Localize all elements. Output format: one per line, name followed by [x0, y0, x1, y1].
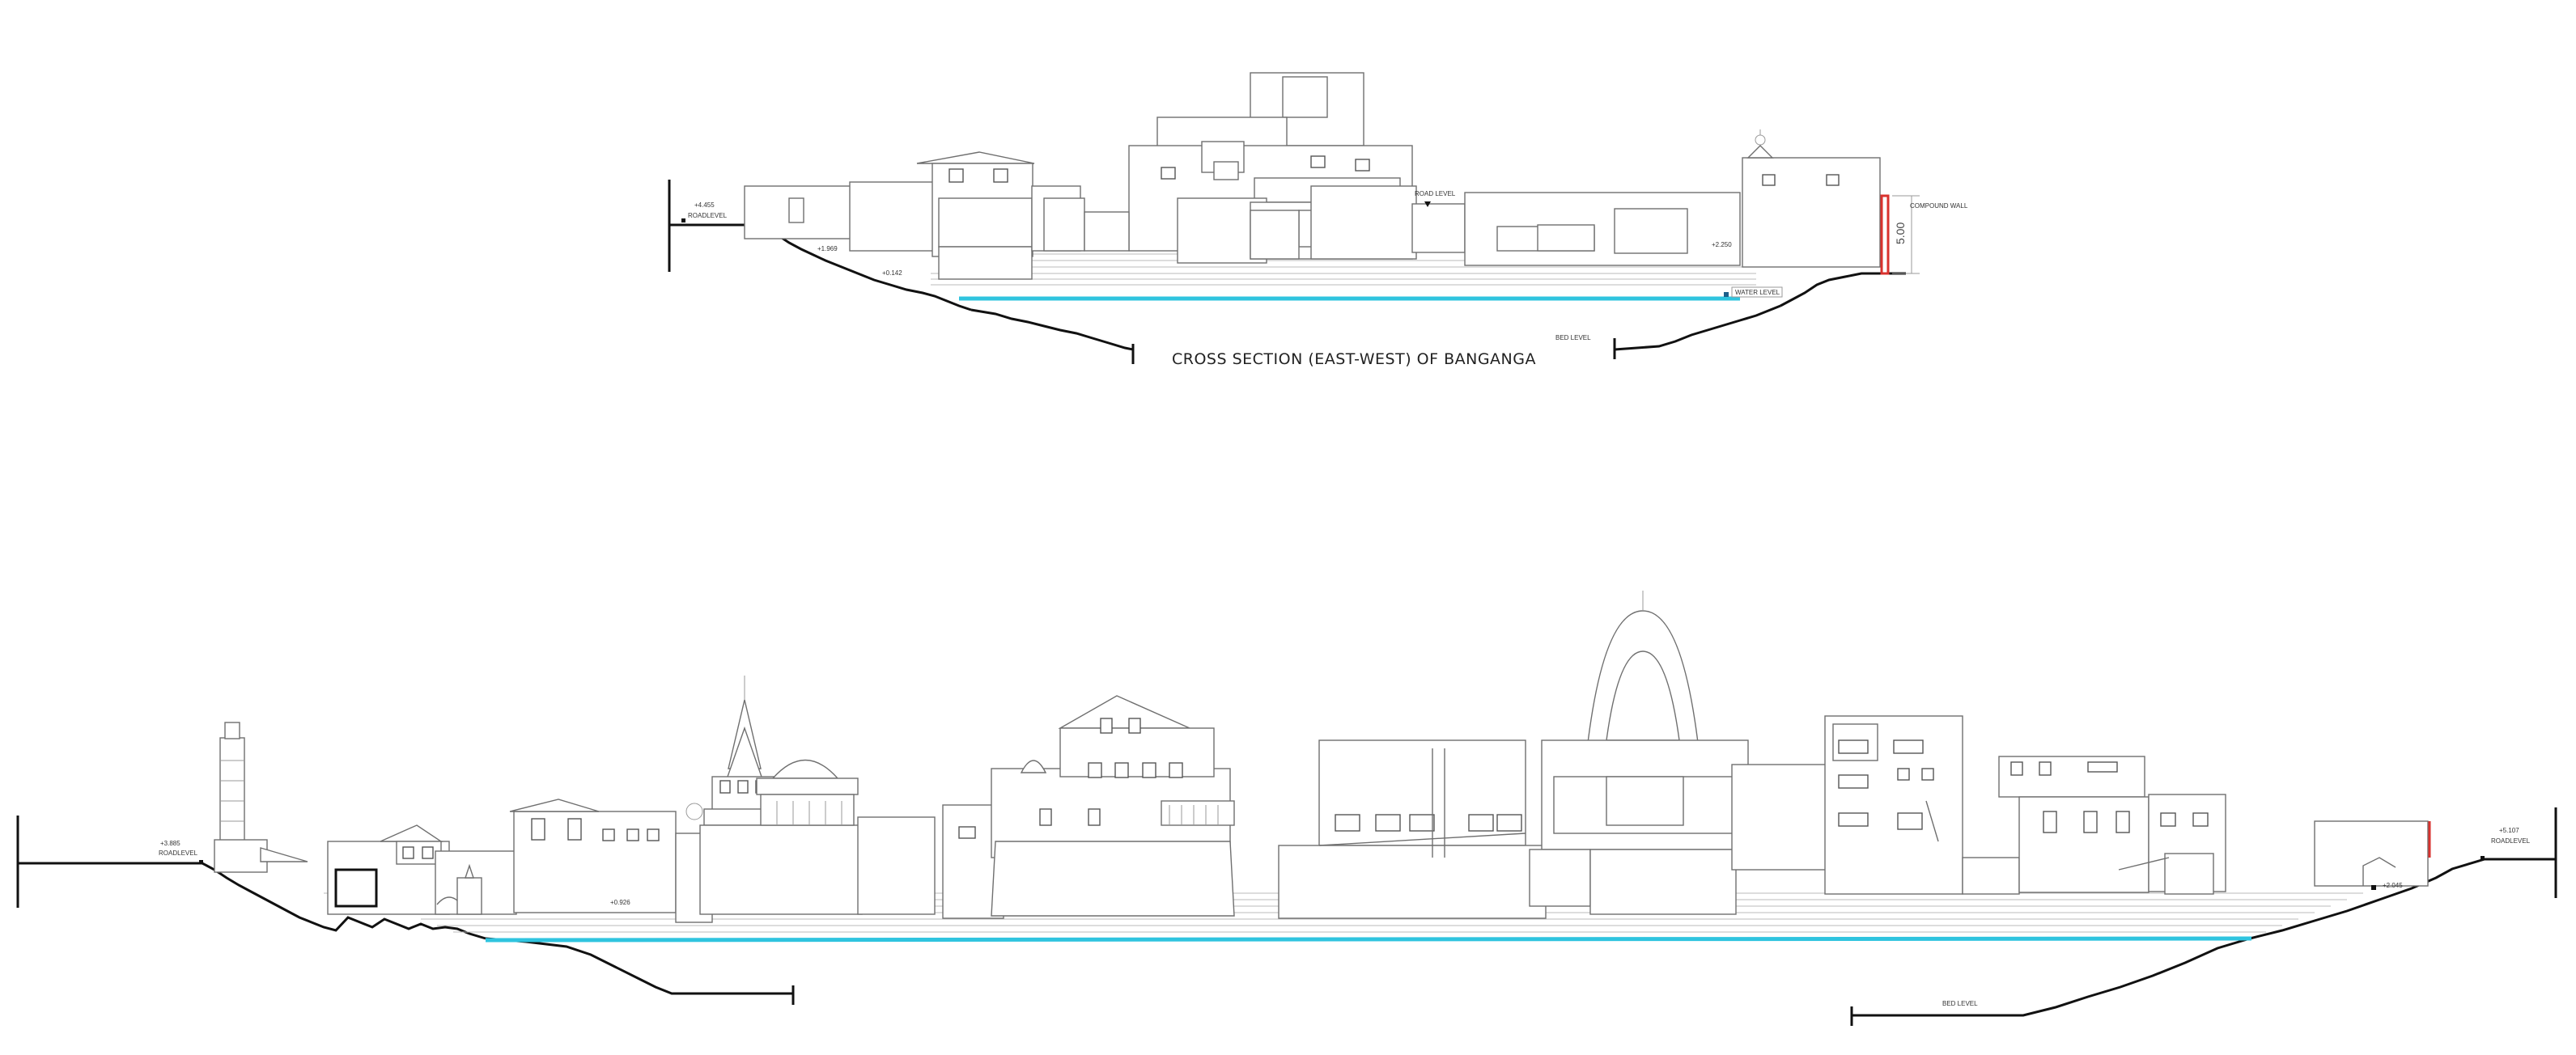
bed-level-label: BED LEVEL: [1555, 334, 1591, 341]
level-b-label: +0.142: [882, 269, 902, 277]
left-road-label-2: ROADLEVEL: [159, 850, 198, 857]
compound-wall-label: COMPOUND WALL: [1910, 202, 1968, 210]
temple-left: [699, 676, 936, 915]
buildings-centerleft-2: [509, 799, 713, 923]
temple-main: [1529, 591, 1749, 915]
ground-profile-1-right: [1780, 272, 1906, 307]
ground-profile-2-left: [18, 862, 486, 940]
right-level-label-2: +5.107: [2499, 827, 2519, 834]
section-2: +3.885 ROADLEVEL +0.926 +2.045 +5.107 RO…: [16, 591, 2557, 1026]
marker-level-right-2: [2371, 885, 2376, 890]
water-line-2: [485, 936, 2252, 943]
left-level-label: +4.455: [694, 201, 715, 209]
dimension-text: 5.00: [1894, 222, 1907, 244]
water-level-box: [1731, 286, 1783, 298]
bed-profile-1-right: [1614, 304, 1781, 351]
compound-wall-1: [1880, 194, 1890, 275]
section-1: 5.00 COMPOUND WALL +4.455 ROADLEVEL +1.9…: [668, 72, 1968, 368]
building-gabled-2: [942, 695, 1235, 919]
level-right-label-2: +2.045: [2383, 882, 2403, 889]
bed-profile-1-left: [970, 308, 1134, 351]
water-level-label: WATER LEVEL: [1735, 289, 1780, 296]
level-a-label: +1.969: [817, 245, 838, 252]
marker-dot: [681, 218, 685, 222]
level-mid-label-2: +0.926: [610, 899, 630, 906]
left-level-label-2: +3.885: [160, 840, 180, 847]
marker-left-2: [199, 860, 203, 864]
section-title: CROSS SECTION (EAST-WEST) OF BANGANGA: [1172, 350, 1536, 368]
bed-profile-2-right: [1852, 937, 2251, 1017]
right-road-label-2: ROADLEVEL: [2491, 837, 2531, 845]
buildings-center-1: [1084, 72, 1466, 264]
buildings-center-2: [1278, 739, 1547, 919]
buildings-right-1: [1464, 129, 1881, 268]
buildings-left-2: [327, 824, 517, 915]
water-level-marker: [1724, 292, 1729, 297]
level-right-label: +2.250: [1712, 241, 1732, 248]
buildings-rightcenter-2: [1731, 715, 2020, 895]
bed-profile-2-left: [485, 937, 793, 995]
ground-profile-1: [669, 223, 972, 311]
ground-profile-2-right: [2249, 858, 2556, 940]
road-level-label: ROAD LEVEL: [1415, 190, 1456, 197]
buildings-right-2: [1998, 756, 2429, 895]
marker-right-2: [2481, 856, 2485, 860]
buildings-left-1: [744, 151, 1085, 280]
tower-structure: [214, 722, 308, 873]
left-road-label: ROADLEVEL: [688, 212, 728, 219]
bed-level-label-2: BED LEVEL: [1942, 1000, 1978, 1007]
road-level-arrow: [1424, 201, 1431, 207]
